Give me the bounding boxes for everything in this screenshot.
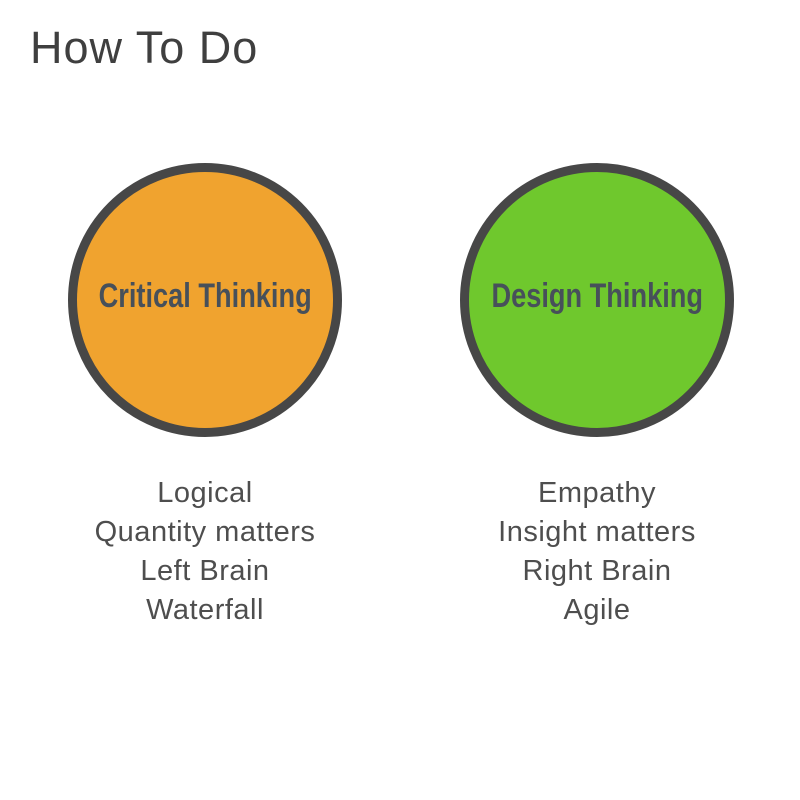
list-item: Right Brain xyxy=(522,555,672,587)
critical-thinking-feature-list: Logical Quantity matters Left Brain Wate… xyxy=(68,474,342,630)
critical-thinking-circle-label: Critical Thinking xyxy=(98,276,312,315)
list-item: Quantity matters xyxy=(94,516,316,548)
list-item: Left Brain xyxy=(140,555,270,587)
list-item: Waterfall xyxy=(146,594,264,626)
list-item: Empathy xyxy=(538,477,656,509)
design-thinking-circle: Design Thinking xyxy=(460,163,734,437)
design-thinking-circle-label: Design Thinking xyxy=(491,276,703,315)
list-item: Agile xyxy=(563,594,631,626)
critical-thinking-circle: Critical Thinking xyxy=(68,163,342,437)
design-thinking-feature-list: Empathy Insight matters Right Brain Agil… xyxy=(460,474,734,630)
list-item: Insight matters xyxy=(498,516,696,548)
page-title: How To Do xyxy=(30,22,259,73)
list-item: Logical xyxy=(157,477,253,509)
